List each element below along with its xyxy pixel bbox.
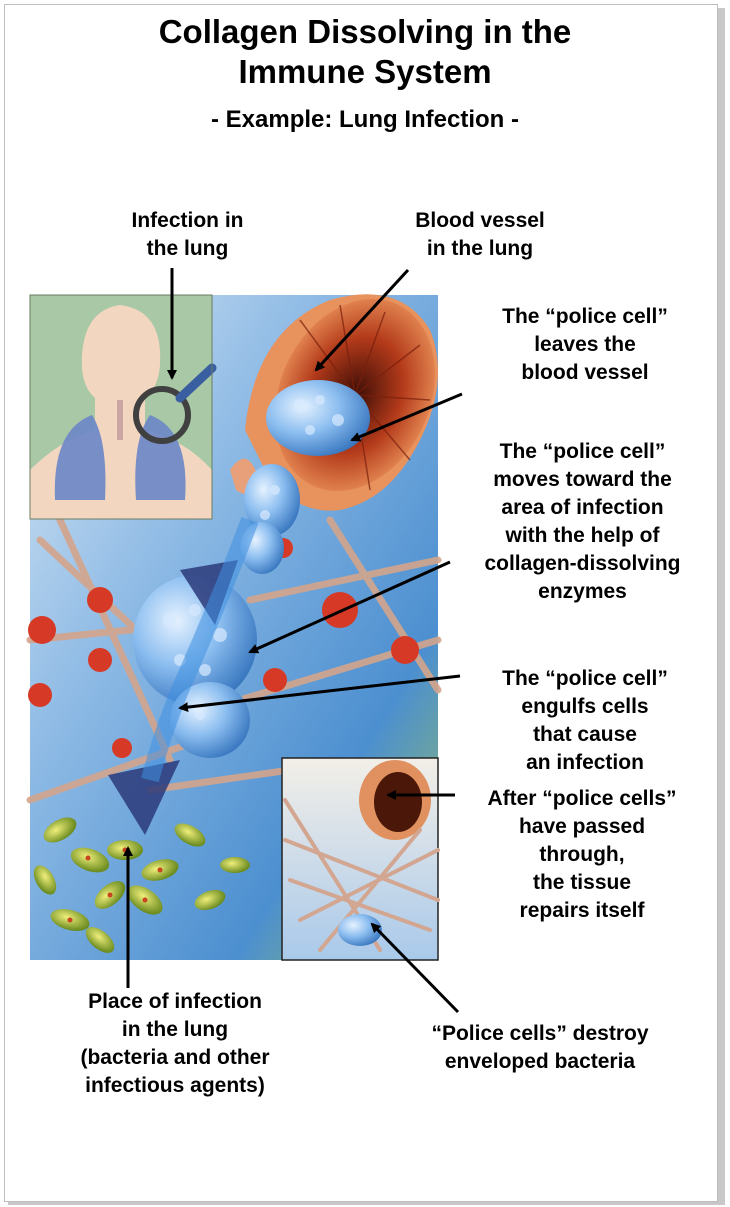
label-police-destroy: “Police cells” destroy enveloped bacteri… (370, 1020, 710, 1076)
label-line: enveloped bacteria (370, 1048, 710, 1076)
label-tissue-repairs: After “police cells” have passed through… (442, 785, 722, 925)
label-line: enzymes (445, 578, 720, 606)
label-line: in the lung (380, 235, 580, 263)
label-police-leaves: The “police cell” leaves the blood vesse… (450, 303, 720, 387)
label-line: (bacteria and other (30, 1044, 320, 1072)
label-line: blood vessel (450, 359, 720, 387)
label-line: Blood vessel (380, 207, 580, 235)
label-place-of-infection: Place of infection in the lung (bacteria… (30, 988, 320, 1100)
human-inset (30, 295, 212, 519)
label-line: through, (442, 841, 722, 869)
label-line: leaves the (450, 331, 720, 359)
label-line: Infection in (100, 207, 275, 235)
label-line: After “police cells” (442, 785, 722, 813)
label-line: the lung (100, 235, 275, 263)
label-line: infectious agents) (30, 1072, 320, 1100)
label-line: an infection (450, 749, 720, 777)
label-line: collagen-dissolving (445, 550, 720, 578)
label-line: with the help of (445, 522, 720, 550)
label-line: The “police cell” (450, 665, 720, 693)
label-line: Place of infection (30, 988, 320, 1016)
label-line: moves toward the (445, 466, 720, 494)
label-infection-in-lung: Infection in the lung (100, 207, 275, 263)
label-line: engulfs cells (450, 693, 720, 721)
label-line: area of infection (445, 494, 720, 522)
label-police-engulfs: The “police cell” engulfs cells that cau… (450, 665, 720, 777)
label-police-moves: The “police cell” moves toward the area … (445, 438, 720, 606)
label-blood-vessel: Blood vessel in the lung (380, 207, 580, 263)
label-line: that cause (450, 721, 720, 749)
repair-inset (282, 758, 438, 960)
label-line: have passed (442, 813, 722, 841)
label-line: repairs itself (442, 897, 722, 925)
label-line: in the lung (30, 1016, 320, 1044)
label-line: “Police cells” destroy (370, 1020, 710, 1048)
label-line: the tissue (442, 869, 722, 897)
label-line: The “police cell” (445, 438, 720, 466)
label-line: The “police cell” (450, 303, 720, 331)
